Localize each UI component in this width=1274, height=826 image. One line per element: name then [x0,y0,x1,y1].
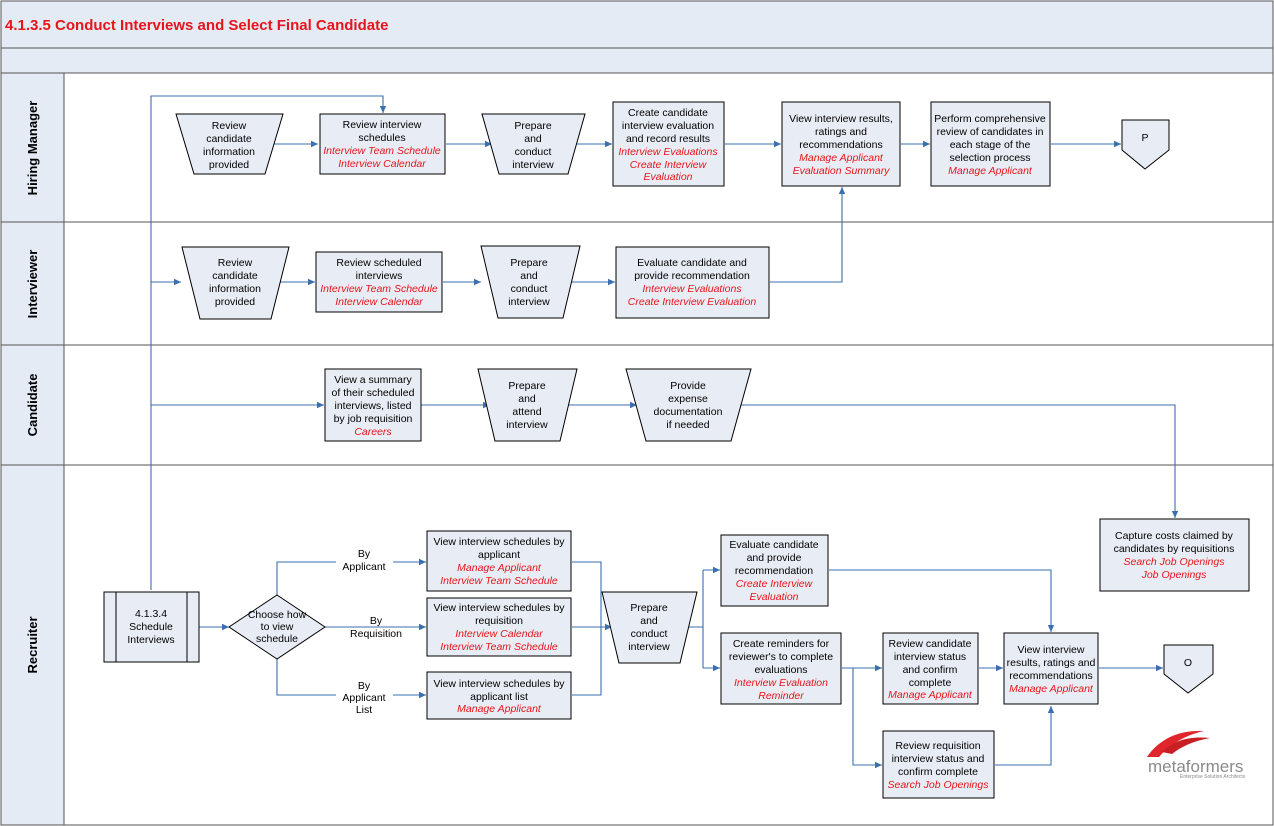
svg-text:Enterprise Solution Architects: Enterprise Solution Architects [1180,774,1246,780]
hm-offpage-connector-p: P [1121,119,1170,170]
lane-candidate: Candidate [25,374,40,437]
lane-interviewer: Interviewer [25,250,40,319]
svg-text:metaformers: metaformers [1148,757,1243,776]
svg-text:View interview results,ratings: View interview results,ratings andrecomm… [789,113,893,151]
rc-review-candidate-links[interactable]: Manage Applicant [888,689,973,701]
title-bar [0,0,1274,49]
svg-text:P: P [1141,132,1148,144]
hm-perform-links[interactable]: Manage Applicant [948,165,1033,177]
svg-text:O: O [1184,657,1192,669]
rc-offpage-connector-o: O [1163,644,1214,694]
rc-view-results-links[interactable]: Manage Applicant [1009,683,1094,695]
swimlanes: Hiring Manager Interviewer Candidate Rec… [0,72,1274,826]
connectors [150,95,1179,769]
metaformers-logo: metaformers Enterprise Solution Architec… [1147,730,1246,780]
lane-recruiter: Recruiter [25,616,40,673]
sub-header-bar [0,47,1274,74]
rc-review-requisition-links[interactable]: Search Job Openings [888,779,990,791]
lane-hiring-manager: Hiring Manager [25,101,40,196]
rc-by-list-links[interactable]: Manage Applicant [457,703,542,715]
cd-summary-links[interactable]: Careers [354,426,392,438]
page-title: 4.1.3.5 Conduct Interviews and Select Fi… [5,17,388,34]
